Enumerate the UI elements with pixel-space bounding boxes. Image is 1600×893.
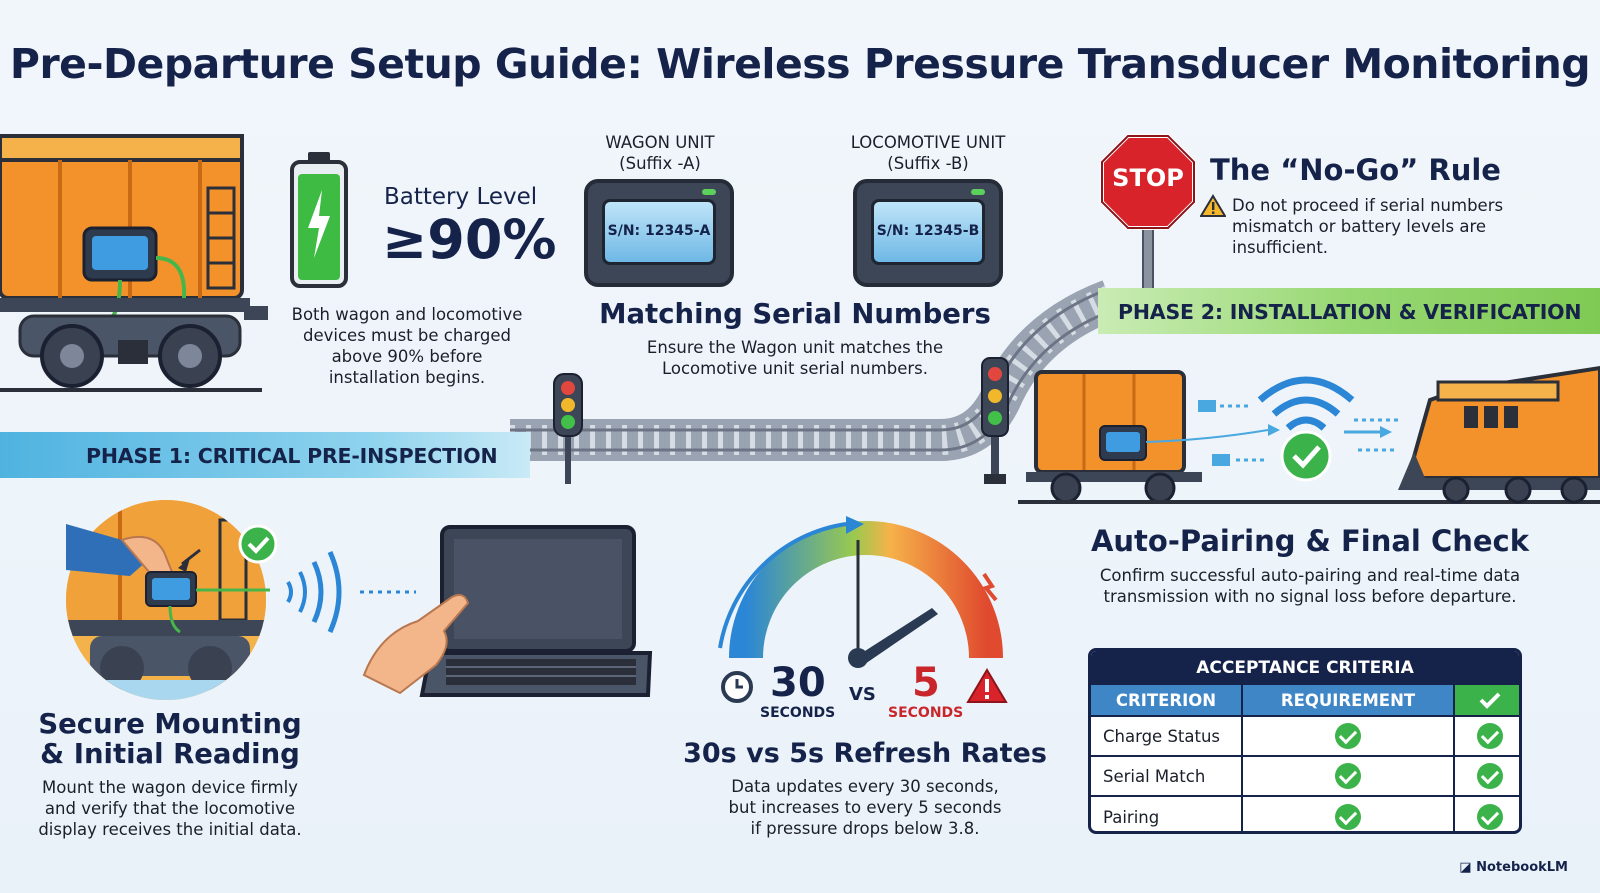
phase2-banner: PHASE 2: INSTALLATION & VERIFICATION — [1098, 288, 1600, 334]
footer-brand: ◪ NotebookLM — [1459, 860, 1568, 875]
status-led-icon — [971, 189, 985, 195]
battery-description: Both wagon and locomotive devices must b… — [291, 305, 523, 387]
acceptance-criteria-table: ACCEPTANCE CRITERIA CRITERION REQUIREMEN… — [1088, 648, 1522, 834]
table-row: Serial Match — [1091, 757, 1519, 797]
vs-label: VS — [849, 684, 876, 705]
mounting-description: Mount the wagon device firmly and verify… — [38, 778, 302, 839]
refresh-heading: 30s vs 5s Refresh Rates — [683, 738, 1047, 769]
no-go-description: Do not proceed if serial numbers mismatc… — [1232, 196, 1504, 257]
check-circle-icon — [1477, 763, 1503, 789]
status-cell — [1455, 757, 1519, 797]
check-circle-icon — [1335, 723, 1361, 749]
check-circle-icon — [1335, 804, 1361, 830]
serial-match-description: Ensure the Wagon unit matches the Locomo… — [646, 338, 944, 378]
acceptance-criteria-title: ACCEPTANCE CRITERIA — [1091, 651, 1519, 685]
pairing-heading: Auto-Pairing & Final Check — [1090, 524, 1530, 558]
stop-sign-label: STOP — [1112, 164, 1184, 192]
criterion-cell: Charge Status — [1091, 717, 1243, 757]
locomotive-unit-label: LOCOMOTIVE UNIT (Suffix -B) — [850, 133, 1006, 173]
fast-refresh-unit: SECONDS — [888, 705, 964, 721]
traffic-light-icon — [553, 373, 583, 484]
column-header-criterion: CRITERION — [1091, 685, 1243, 717]
stop-sign-icon — [1100, 134, 1196, 294]
pairing-train-illustration — [1018, 365, 1600, 504]
no-go-heading: The “No-Go” Rule — [1210, 153, 1501, 187]
wagon-serial-number: S/N: 12345-A — [607, 223, 711, 239]
criterion-cell: Pairing — [1091, 797, 1243, 831]
battery-icon — [290, 152, 348, 288]
refresh-rate-gauge — [718, 516, 1003, 668]
check-circle-icon — [1477, 723, 1503, 749]
requirement-cell — [1243, 757, 1455, 797]
traffic-light-icon — [981, 357, 1009, 484]
serial-match-heading: Matching Serial Numbers — [599, 298, 991, 330]
slow-refresh-unit: SECONDS — [760, 705, 836, 721]
wagon-illustration — [0, 134, 268, 392]
slow-refresh-value: 30 — [770, 660, 826, 706]
column-header-requirement: REQUIREMENT — [1243, 685, 1455, 717]
table-header-row: CRITERION REQUIREMENT — [1091, 685, 1519, 717]
refresh-description: Data updates every 30 seconds, but incre… — [728, 777, 1002, 838]
status-cell — [1455, 797, 1519, 831]
wagon-unit-device: S/N: 12345-A — [584, 179, 734, 287]
warning-icon — [1200, 194, 1226, 217]
check-circle-icon — [1477, 804, 1503, 830]
status-led-icon — [702, 189, 716, 195]
phase1-banner: PHASE 1: CRITICAL PRE-INSPECTION — [0, 432, 530, 478]
fast-refresh-value: 5 — [912, 660, 940, 706]
table-row: Charge Status — [1091, 717, 1519, 757]
column-header-check — [1455, 685, 1519, 717]
status-cell — [1455, 717, 1519, 757]
mounting-heading: Secure Mounting & Initial Reading — [38, 708, 302, 770]
checkmark-icon — [1479, 692, 1501, 709]
check-circle-icon — [1335, 763, 1361, 789]
criterion-cell: Serial Match — [1091, 757, 1243, 797]
battery-value: ≥90% — [382, 208, 557, 271]
battery-heading: Battery Level — [384, 184, 538, 210]
clock-icon — [721, 671, 753, 703]
requirement-cell — [1243, 797, 1455, 831]
page-title: Pre-Departure Setup Guide: Wireless Pres… — [9, 40, 1591, 88]
laptop-icon — [362, 525, 653, 697]
locomotive-unit-device: S/N: 12345-B — [853, 179, 1003, 287]
alert-icon — [966, 668, 1008, 703]
table-row: Pairing — [1091, 797, 1519, 831]
wagon-unit-label: WAGON UNIT (Suffix -A) — [605, 133, 715, 173]
pairing-description: Confirm successful auto-pairing and real… — [1099, 566, 1521, 606]
requirement-cell — [1243, 717, 1455, 757]
mounting-illustration — [66, 500, 416, 700]
locomotive-serial-number: S/N: 12345-B — [876, 223, 980, 239]
notebooklm-logo-icon: ◪ — [1459, 860, 1472, 875]
